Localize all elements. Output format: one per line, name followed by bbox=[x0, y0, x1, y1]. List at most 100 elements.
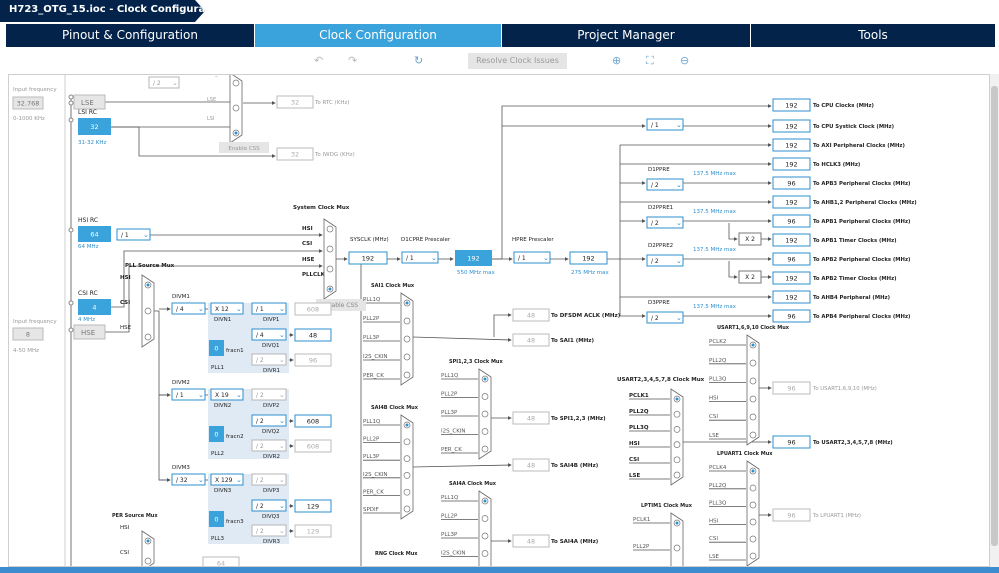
sai4a-clock-mux-radio[interactable] bbox=[481, 515, 489, 522]
divp3-prescaler[interactable] bbox=[251, 473, 287, 486]
per-source-mux-radio[interactable] bbox=[144, 557, 152, 565]
lptim1-clock-mux-radio[interactable] bbox=[673, 544, 681, 552]
fracn3-field[interactable] bbox=[209, 511, 224, 527]
sai1-clock-mux-radio[interactable] bbox=[403, 335, 411, 343]
sai4b-clock-mux-radio[interactable] bbox=[403, 488, 411, 496]
lse-block[interactable] bbox=[73, 94, 106, 110]
divn1-multiplier[interactable] bbox=[210, 302, 244, 315]
redo-icon[interactable]: ↷ bbox=[348, 54, 358, 67]
divq1-prescaler[interactable] bbox=[251, 328, 287, 341]
hpre-prescaler[interactable] bbox=[513, 251, 551, 264]
spi123-clock-mux-radio[interactable] bbox=[481, 445, 489, 453]
usart2-clock-mux-radio[interactable] bbox=[673, 410, 681, 418]
spi123-clock-mux-input-1: PLL2P bbox=[441, 392, 458, 398]
sai4b-clock-mux-radio[interactable] bbox=[403, 455, 411, 462]
tab-project-manager[interactable]: Project Manager bbox=[502, 24, 750, 47]
divr3-prescaler[interactable] bbox=[251, 524, 287, 537]
sai1-clock-mux-radio[interactable] bbox=[403, 317, 411, 325]
rtc-clock-mux-radio[interactable] bbox=[232, 79, 240, 87]
tab-pinout[interactable]: Pinout & Configuration bbox=[6, 24, 254, 47]
system-clock-mux-radio[interactable] bbox=[326, 225, 334, 233]
divp1-prescaler[interactable] bbox=[251, 302, 287, 315]
hsi-prescaler[interactable] bbox=[116, 228, 151, 241]
divp2-prescaler[interactable] bbox=[251, 388, 287, 401]
apb-prescaler-1[interactable] bbox=[646, 216, 684, 229]
sai4a-clock-mux-radio[interactable] bbox=[481, 550, 489, 557]
lpuart-clock-mux-radio[interactable] bbox=[749, 535, 757, 543]
d1cpre-prescaler[interactable] bbox=[401, 251, 439, 264]
usart2-clock-mux-radio[interactable] bbox=[673, 426, 681, 433]
usart2-clock-mux-radio[interactable] bbox=[673, 441, 681, 448]
output-label-10: To AHB4 Peripheral (MHz) bbox=[813, 295, 890, 301]
lpuart-clock-mux-radio[interactable] bbox=[749, 501, 757, 509]
divm3-label: DIVM3 bbox=[172, 465, 190, 471]
divn3-multiplier[interactable] bbox=[210, 473, 244, 486]
usart16-clock-mux-radio[interactable] bbox=[749, 431, 757, 439]
systick-prescaler[interactable] bbox=[646, 118, 684, 131]
divr2-prescaler[interactable] bbox=[251, 439, 287, 452]
resolve-clock-issues-button[interactable]: Resolve Clock Issues bbox=[468, 53, 567, 69]
usart16-clock-mux-radio[interactable] bbox=[749, 377, 757, 385]
apb-prescaler-3[interactable] bbox=[646, 311, 684, 324]
enable-css-lse-button[interactable] bbox=[219, 142, 269, 153]
divm2-prescaler[interactable] bbox=[171, 388, 206, 401]
undo-icon[interactable]: ↶ bbox=[314, 54, 324, 67]
lsi-block[interactable] bbox=[78, 118, 111, 135]
usart16-output-value: 96 bbox=[787, 385, 795, 393]
lpuart-clock-mux-radio[interactable] bbox=[749, 518, 757, 526]
pll-source-mux-radio[interactable] bbox=[144, 307, 152, 315]
hsi-block[interactable] bbox=[78, 226, 111, 242]
lpuart-clock-mux-radio[interactable] bbox=[749, 484, 757, 492]
system-clock-mux-radio[interactable] bbox=[326, 265, 334, 273]
apb-prescaler-0[interactable] bbox=[646, 178, 684, 191]
divq2-prescaler[interactable] bbox=[251, 414, 287, 427]
hse-rtc-prescaler[interactable] bbox=[148, 76, 180, 89]
system-clock-mux-radio[interactable] bbox=[326, 245, 334, 253]
sai1-clock-mux-radio[interactable] bbox=[403, 353, 411, 361]
lpuart-clock-mux-input-3: HSI bbox=[709, 518, 719, 524]
zoom-in-icon[interactable]: ⊕ bbox=[612, 54, 622, 67]
usart2-clock-mux-radio[interactable] bbox=[673, 471, 681, 479]
sai1-clock-mux-radio[interactable] bbox=[403, 371, 411, 379]
divr1-prescaler[interactable] bbox=[251, 353, 287, 366]
fracn2-field[interactable] bbox=[209, 426, 224, 442]
fit-icon[interactable]: ⛶ bbox=[646, 54, 654, 67]
apb-prescaler-2[interactable] bbox=[646, 254, 684, 267]
csi-rc-label: CSI RC bbox=[78, 290, 98, 297]
zoom-out-icon[interactable]: ⊖ bbox=[680, 54, 690, 67]
sai4b-clock-mux-radio[interactable] bbox=[403, 438, 411, 446]
divm3-prescaler[interactable] bbox=[171, 473, 206, 486]
reset-icon[interactable]: ↻ bbox=[414, 54, 424, 67]
sai4b-clock-mux-radio[interactable] bbox=[403, 472, 411, 479]
output-box-7 bbox=[772, 233, 811, 247]
spi123-clock-mux-radio[interactable] bbox=[481, 410, 489, 418]
lse-frequency-field[interactable] bbox=[12, 96, 44, 110]
usart16-clock-mux-input-4: CSI bbox=[709, 414, 718, 420]
hse-block[interactable] bbox=[73, 324, 106, 340]
output-box-4-value: 96 bbox=[787, 180, 795, 188]
fracn1-field[interactable] bbox=[209, 340, 224, 356]
divq3-prescaler[interactable] bbox=[251, 499, 287, 512]
rtc-clock-mux-radio[interactable] bbox=[232, 104, 240, 112]
vertical-scrollbar[interactable] bbox=[990, 74, 999, 567]
csi-block[interactable] bbox=[78, 299, 111, 315]
usart16-clock-mux-radio[interactable] bbox=[749, 413, 757, 421]
usart2-clock-mux-radio[interactable] bbox=[673, 456, 681, 464]
spi123-clock-mux-radio[interactable] bbox=[481, 428, 489, 435]
horizontal-scrollbar[interactable] bbox=[0, 567, 999, 573]
tab-tools[interactable]: Tools bbox=[751, 24, 995, 47]
scrollbar-thumb[interactable] bbox=[991, 86, 998, 546]
lpuart-clock-mux-radio[interactable] bbox=[749, 552, 757, 560]
tab-clock-configuration[interactable]: Clock Configuration bbox=[255, 24, 501, 47]
sai4b-clock-mux-radio[interactable] bbox=[403, 505, 411, 513]
pll-source-mux-radio[interactable] bbox=[144, 333, 152, 341]
usart2-input-1: PLL2Q bbox=[629, 409, 649, 415]
sai4a-clock-mux-radio[interactable] bbox=[481, 532, 489, 540]
spi123-clock-mux-radio[interactable] bbox=[481, 393, 489, 400]
usart16-clock-mux-radio[interactable] bbox=[749, 395, 757, 403]
usart16-clock-mux-radio[interactable] bbox=[749, 359, 757, 367]
cpu-clock-block[interactable] bbox=[455, 250, 492, 266]
divm1-prescaler[interactable] bbox=[171, 302, 206, 315]
divn2-multiplier[interactable] bbox=[210, 388, 244, 401]
hse-frequency-field[interactable] bbox=[12, 327, 44, 341]
